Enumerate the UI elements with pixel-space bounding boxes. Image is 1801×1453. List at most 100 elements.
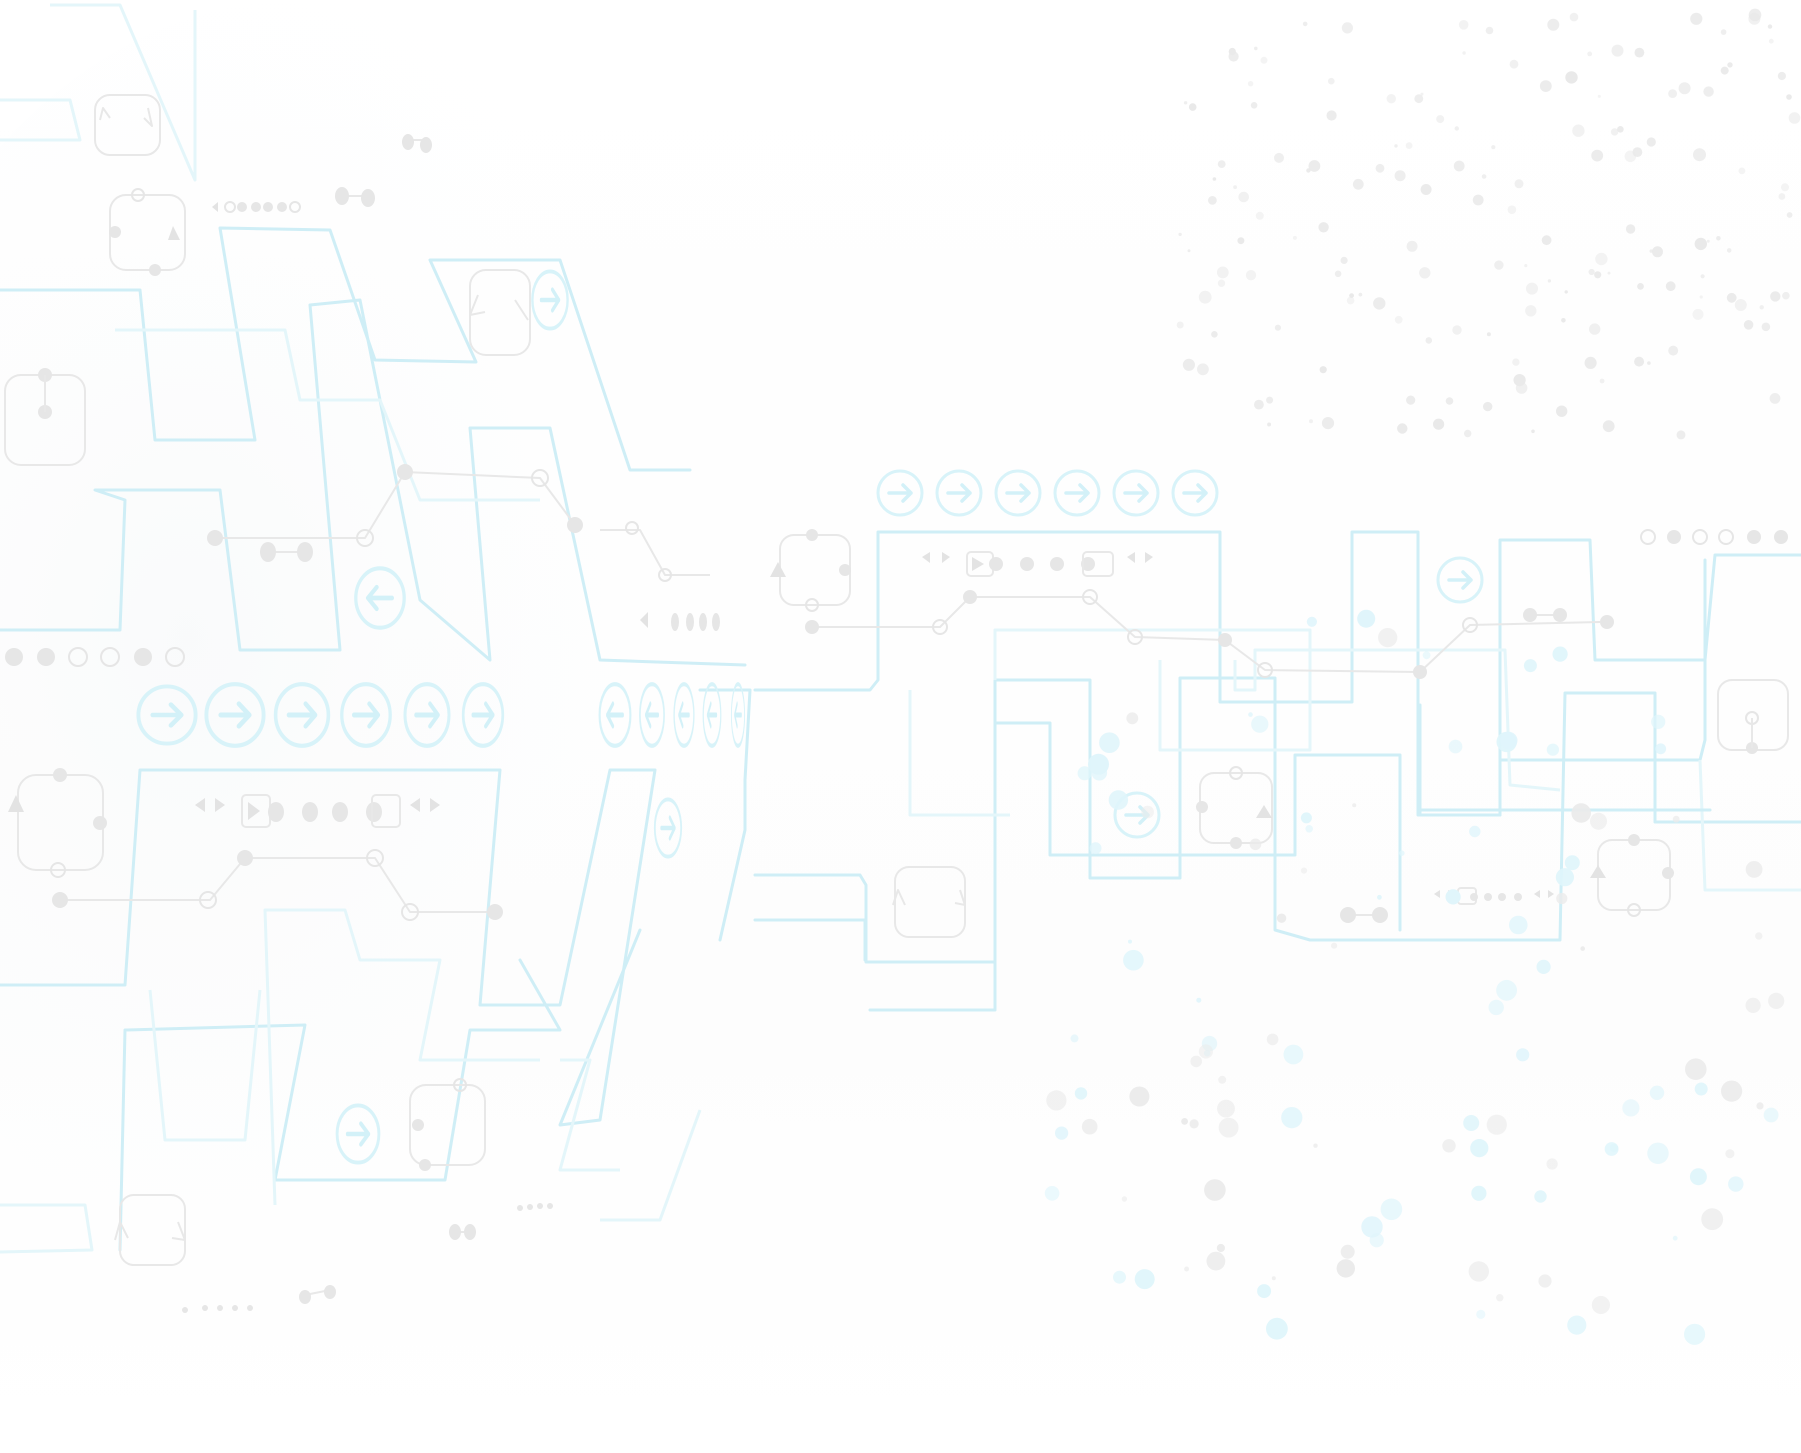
particle-dot	[1326, 110, 1337, 121]
particle-dot	[1248, 712, 1253, 717]
particle-dot	[1305, 825, 1313, 833]
particle-dot	[1334, 270, 1342, 278]
scatter-cyan-dots	[1044, 609, 1785, 1345]
particle-dot	[1375, 163, 1385, 173]
particle-dot	[1546, 1158, 1558, 1170]
particle-dot	[1496, 979, 1517, 1001]
particle-dot	[1419, 267, 1431, 279]
particle-dot	[1126, 712, 1139, 725]
particle-dot	[1565, 71, 1578, 84]
particle-dot	[1352, 178, 1364, 190]
particle-dot	[1525, 305, 1537, 317]
particle-dot	[1534, 1190, 1547, 1203]
globe-dot-strips	[5, 201, 720, 1313]
particle-dot	[1647, 361, 1651, 365]
particle-dot	[1341, 22, 1353, 34]
particle-dot	[1306, 168, 1311, 173]
globe-circuit-tracks	[0, 3, 752, 1254]
particle-dot	[1720, 29, 1727, 35]
arrow-right-circle-icon	[1112, 469, 1160, 517]
globe-node-graphics	[4, 94, 851, 1266]
particle-dot	[1386, 94, 1397, 104]
arrow-right-circle-icon	[1436, 556, 1484, 604]
particle-dot	[1770, 291, 1781, 302]
particle-dot	[1357, 609, 1376, 628]
particle-dot	[1567, 1315, 1587, 1335]
particle-dot	[1632, 147, 1643, 158]
particle-dot	[1216, 1243, 1225, 1253]
particle-dot	[1699, 295, 1703, 299]
particle-dot	[1488, 999, 1504, 1016]
particle-dot	[1373, 297, 1386, 310]
particle-dot	[1769, 393, 1781, 404]
particle-dot	[1767, 24, 1773, 29]
particle-dot	[1617, 126, 1624, 133]
particle-dot	[1208, 196, 1217, 205]
particle-dot	[1442, 1139, 1456, 1153]
particle-dot	[1394, 144, 1398, 148]
particle-dot	[1743, 320, 1754, 330]
particle-dot	[1483, 401, 1493, 412]
arrow-right-circle-icon	[994, 469, 1042, 517]
particle-dot	[1394, 170, 1406, 182]
particle-dot	[1701, 1208, 1724, 1231]
particle-dot	[1414, 94, 1424, 104]
particle-dot	[1233, 185, 1237, 190]
particle-dot	[1602, 420, 1615, 433]
particle-dot	[1266, 1317, 1288, 1340]
particle-dot	[1458, 20, 1469, 30]
particle-dot	[1197, 363, 1209, 376]
particle-dot	[1507, 205, 1517, 214]
particle-dot	[1123, 949, 1144, 971]
particle-dot	[1462, 51, 1466, 55]
particle-dot	[1755, 932, 1763, 940]
arrow-right-circle-icon	[1053, 469, 1101, 517]
particle-dot	[1763, 1107, 1779, 1123]
particle-dot	[1361, 1216, 1383, 1238]
particle-dot	[1556, 405, 1568, 417]
particle-dot	[1308, 160, 1321, 172]
particle-dot	[1496, 1294, 1504, 1302]
particle-dot	[1594, 271, 1602, 279]
particle-dot	[1420, 184, 1432, 195]
particle-dot	[1346, 296, 1355, 305]
particle-dot	[1274, 152, 1284, 163]
arrow-right-circle-icon	[935, 469, 983, 517]
particle-dot	[1728, 1176, 1744, 1192]
particle-dot	[1526, 282, 1538, 295]
particle-dot	[1590, 812, 1607, 830]
particle-dot	[1336, 1259, 1356, 1278]
particle-dot	[1141, 805, 1154, 819]
particle-dot	[1539, 80, 1552, 92]
particle-dot	[1211, 331, 1218, 338]
particle-dot	[1588, 268, 1595, 276]
particle-dot	[1591, 149, 1604, 162]
particle-dot	[1055, 1126, 1069, 1140]
particle-dot	[1328, 77, 1335, 85]
particle-dot	[1531, 429, 1535, 434]
particle-dot	[1216, 266, 1229, 279]
particle-dot	[1634, 356, 1645, 367]
particle-dot	[1649, 1085, 1665, 1101]
particle-dot	[1561, 318, 1566, 323]
particle-dot	[1720, 66, 1729, 75]
particle-dot	[1425, 337, 1433, 344]
particle-dot	[1694, 1082, 1708, 1096]
particle-dot	[1580, 946, 1585, 951]
particle-dot	[1672, 1235, 1678, 1241]
particle-dot	[1569, 12, 1579, 22]
particle-dot	[1340, 1244, 1355, 1259]
particle-dot	[1668, 89, 1677, 98]
particle-dot	[1267, 422, 1272, 427]
particle-dot	[1266, 396, 1274, 404]
particle-dot	[1726, 292, 1737, 303]
particle-dot	[1634, 47, 1645, 58]
particle-dot	[1468, 1261, 1490, 1282]
particle-dot	[1218, 1117, 1239, 1138]
particle-dot	[1274, 324, 1281, 331]
particle-dot	[1768, 992, 1785, 1010]
particle-dot	[1399, 850, 1405, 856]
particle-dot	[1352, 803, 1357, 808]
particle-dot	[1070, 1034, 1079, 1043]
